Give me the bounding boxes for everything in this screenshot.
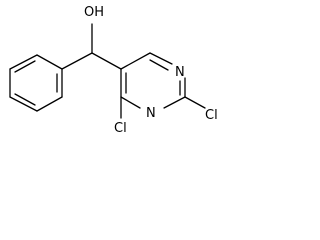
pyrimidine-bond-c5-c6: [120, 52, 151, 70]
pyrimidine-bond-c6-n1: [149, 52, 173, 65]
bond-phenyl-to-carbinol: [61, 52, 93, 70]
hydroxyl-label: OH: [84, 5, 104, 20]
bond-c2-to-chlorine: [184, 96, 206, 109]
phenyl-ring: [9, 54, 63, 112]
phenyl-bond-4: [9, 96, 38, 112]
chemical-structure-diagram: OH N N Cl Cl: [9, 5, 218, 136]
pyrimidine-bond-c2-n3: [163, 96, 186, 109]
chlorine-left-label: Cl: [114, 121, 127, 136]
nitrogen-bottom-label: N: [146, 106, 156, 121]
phenyl-bond-2: [9, 54, 38, 70]
nitrogen-top-label: N: [175, 65, 185, 80]
pyrimidine-ring: [120, 52, 186, 109]
phenyl-double-bond-b: [14, 93, 36, 106]
phenyl-double-bond-a: [14, 60, 36, 73]
pyrimidine-double-bond-a: [149, 59, 169, 71]
pyrimidine-bond-n3-c4: [120, 96, 141, 109]
phenyl-bond-1: [36, 54, 63, 70]
phenyl-bond-5: [36, 96, 63, 112]
bond-carbinol-to-pyrimidine: [91, 52, 122, 70]
chlorine-right-label: Cl: [205, 108, 218, 123]
